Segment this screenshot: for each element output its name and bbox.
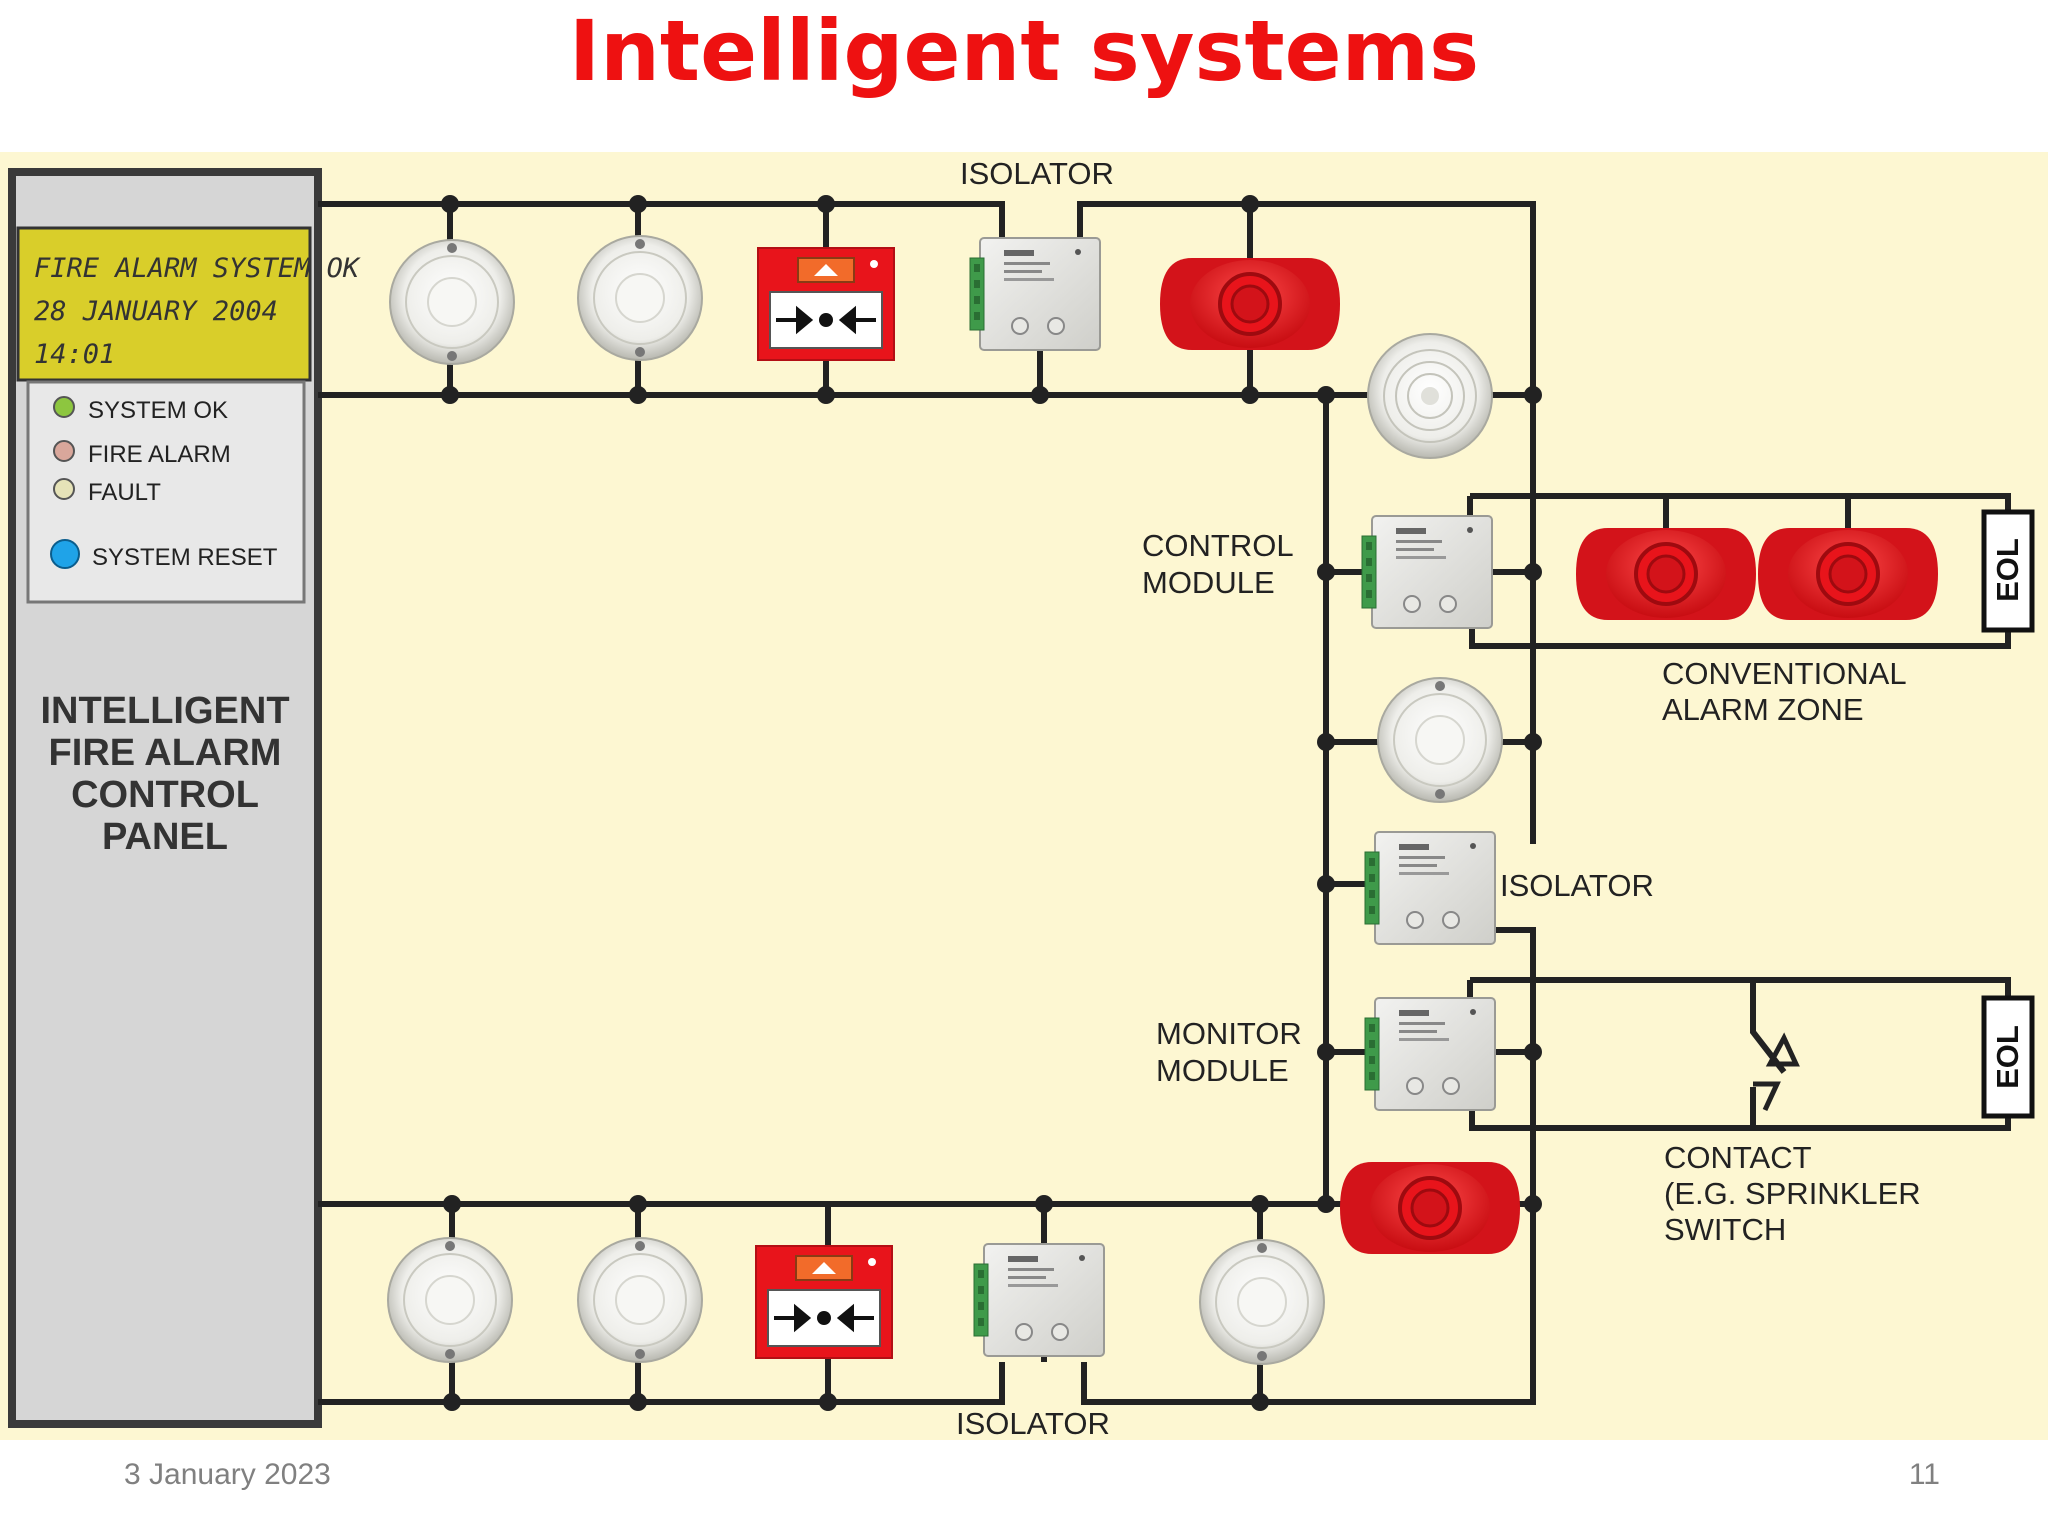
isolator-mid-label: ISOLATOR: [1500, 868, 1654, 903]
wiring-diagram: FIRE ALARM SYSTEM OK 28 JANUARY 2004 14:…: [0, 152, 2048, 1440]
smoke-detector-icon: [1377, 677, 1503, 803]
contact-label-2: (E.G. SPRINKLER: [1664, 1176, 1921, 1211]
monitor-module-label-2: MODULE: [1156, 1053, 1289, 1088]
contact-label-1: CONTACT: [1664, 1140, 1812, 1175]
isolator-bottom-label: ISOLATOR: [956, 1406, 1110, 1440]
eol-top-label: EOL: [1990, 538, 2025, 602]
smoke-detector-icon: [577, 235, 703, 361]
manual-call-point-icon: [756, 246, 896, 362]
fault-led-icon: [53, 478, 75, 500]
sounder-icon: [1574, 526, 1758, 622]
indicator-fault: FAULT: [88, 479, 161, 506]
eol-resistor-top: [1981, 509, 2035, 633]
eol-bottom-label: EOL: [1990, 1025, 2025, 1089]
conventional-zone-label-1: CONVENTIONAL: [1662, 656, 1907, 691]
page-number: 11: [1908, 1458, 1940, 1491]
lcd-line-3: 14:01: [34, 339, 115, 370]
panel-name-line-1: INTELLIGENT: [40, 690, 289, 732]
eol-resistor-bottom: [1981, 995, 2035, 1119]
panel-lcd-display: [16, 226, 312, 382]
smoke-detector-icon: [389, 239, 515, 365]
contact-switch-icon: [1753, 1032, 1800, 1112]
lcd-line-1: FIRE ALARM SYSTEM OK: [34, 253, 361, 284]
contact-label-3: SWITCH: [1664, 1212, 1786, 1247]
isolator-module-icon: [973, 1243, 1105, 1357]
smoke-detector-icon: [387, 1237, 513, 1363]
panel-name-line-3: CONTROL: [71, 774, 259, 816]
indicator-system-reset: SYSTEM RESET: [92, 544, 278, 571]
control-panel: FIRE ALARM SYSTEM OK 28 JANUARY 2004 14:…: [8, 168, 361, 1428]
control-module-label-1: CONTROL: [1142, 528, 1294, 563]
panel-name-line-2: FIRE ALARM: [49, 732, 282, 774]
junction-dots: [441, 195, 1542, 1411]
smoke-detector-icon: [1199, 1239, 1325, 1365]
panel-name-line-4: PANEL: [102, 816, 228, 858]
monitor-module-icon: [1364, 997, 1496, 1111]
isolator-module-icon: [1364, 831, 1496, 945]
sounder-icon: [1338, 1160, 1522, 1256]
heat-detector-icon: [1367, 333, 1493, 459]
system-ok-led-icon: [53, 396, 75, 418]
isolator-module-icon: [969, 237, 1101, 351]
indicator-fire-alarm: FIRE ALARM: [88, 441, 231, 468]
lcd-line-2: 28 JANUARY 2004: [34, 296, 278, 327]
monitor-module-label-1: MONITOR: [1156, 1016, 1302, 1051]
sounder-icon: [1756, 526, 1940, 622]
control-module-label-2: MODULE: [1142, 565, 1275, 600]
fire-alarm-led-icon: [53, 440, 75, 462]
footer-date: 3 January 2023: [124, 1458, 331, 1491]
slide-title: Intelligent systems: [568, 2, 1480, 100]
system-reset-button-icon: [50, 539, 80, 569]
indicator-system-ok: SYSTEM OK: [88, 397, 228, 424]
sounder-icon: [1158, 256, 1342, 352]
control-module-icon: [1361, 515, 1493, 629]
smoke-detector-icon: [577, 1237, 703, 1363]
conventional-zone-label-2: ALARM ZONE: [1662, 692, 1864, 727]
manual-call-point-icon: [754, 1244, 894, 1360]
isolator-top-label: ISOLATOR: [960, 156, 1114, 191]
